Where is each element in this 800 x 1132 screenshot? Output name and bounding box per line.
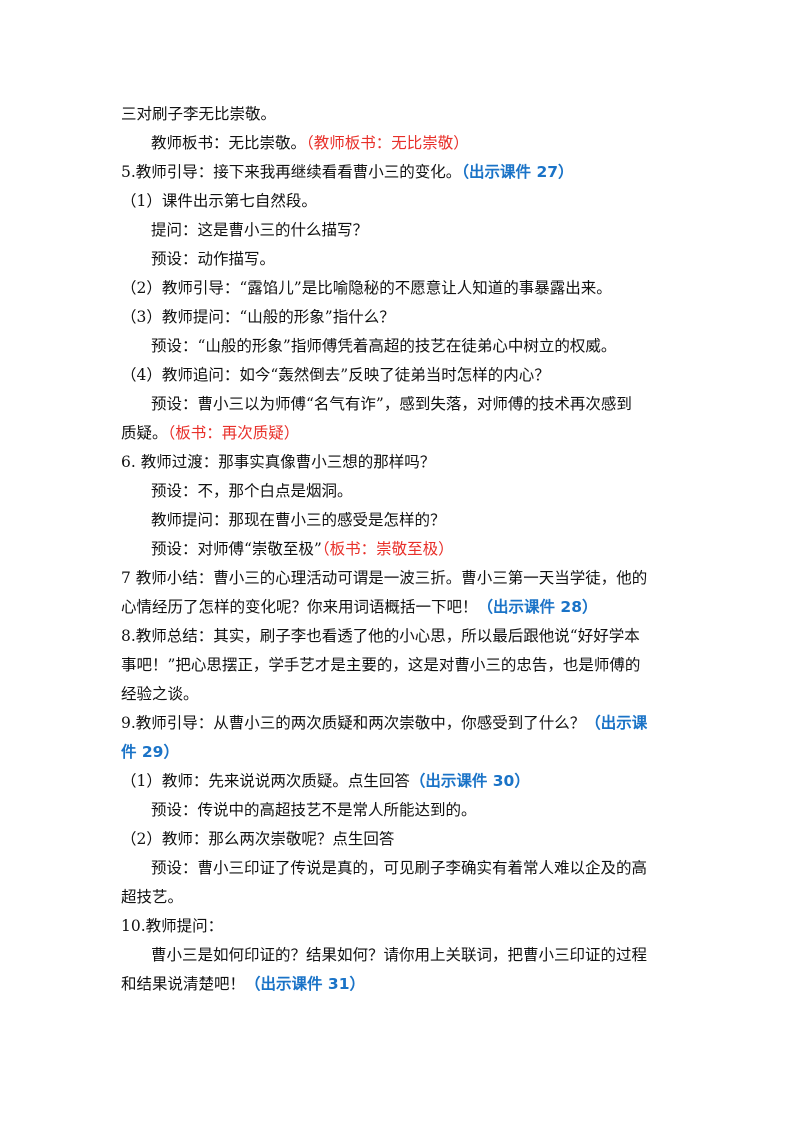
text-line: 经验之谈。: [121, 685, 199, 703]
text-line: （1）课件出示第七自然段。: [121, 192, 317, 210]
text-line: 提问：这是曹小三的什么描写？: [151, 221, 369, 239]
text-line: 预设：曹小三以为师傅“名气有诈”，感到失落，对师傅的技术再次感到: [151, 395, 632, 413]
text-line: 预设：曹小三印证了传说是真的，可见刷子李确实有着常人难以企及的高: [151, 859, 648, 877]
text-line: 教师板书：无比崇敬。（教师板书：无比崇敬）: [151, 134, 469, 152]
text-line: 9.教师引导：从曹小三的两次质疑和两次崇敬中，你感受到了什么？（出示课: [121, 714, 648, 732]
text-line: 和结果说清楚吧！（出示课件 31）: [121, 975, 365, 993]
text-line: 事吧！”把心思摆正，学手艺才是主要的，这是对曹小三的忠告，也是师傅的: [121, 656, 641, 674]
text-line: （4）教师追问：如今“轰然倒去”反映了徒弟当时怎样的内心？: [121, 366, 550, 384]
text-line: 10.教师提问：: [121, 917, 224, 935]
text-line: 8.教师总结：其实，刷子李也看透了他的小心思，所以最后跟他说“好好学本: [121, 627, 640, 645]
text-line: 超技艺。: [121, 888, 184, 906]
text-line: 教师提问：那现在曹小三的感受是怎样的？: [151, 511, 446, 529]
red-board-note: （教师板书：无比崇敬）: [306, 134, 469, 152]
text-line: 7 教师小结：曹小三的心理活动可谓是一波三折。曹小三第一天当学徒，他的: [121, 569, 648, 587]
courseware-note: （出示课件 27）: [461, 163, 574, 181]
text-line: 预设：传说中的高超技艺不是常人所能达到的。: [151, 801, 477, 819]
text-line: 心情经历了怎样的变化呢？你来用词语概括一下吧！（出示课件 28）: [121, 598, 598, 616]
courseware-note: （出示课件 30）: [409, 772, 530, 790]
text-line: 预设：动作描写。: [151, 250, 276, 268]
courseware-note: （出示课件 28）: [477, 598, 598, 616]
text-line: 预设：对师傅“崇敬至极”（板书：崇敬至极）: [151, 540, 454, 558]
text-line: 预设：“山般的形象”指师傅凭着高超的技艺在徒弟心中树立的权威。: [151, 337, 617, 355]
text-line: 件 29）: [121, 742, 681, 762]
text-line: 质疑。（板书：再次质疑）: [121, 424, 300, 442]
text-line: 预设：不，那个白点是烟洞。: [151, 482, 353, 500]
red-board-note: （板书：再次质疑）: [167, 424, 300, 442]
red-board-note: （板书：崇敬至极）: [321, 540, 454, 558]
text-line: 三对刷子李无比崇敬。: [121, 105, 277, 123]
text-line: （2）教师引导：“露馅儿”是比喻隐秘的不愿意让人知道的事暴露出来。: [121, 279, 612, 297]
text-line: 6. 教师过渡：那事实真像曹小三想的那样吗？: [121, 453, 436, 471]
courseware-note: 件 29）: [121, 743, 179, 761]
text-line: 5.教师引导：接下来我再继续看看曹小三的变化。（出示课件 27）: [121, 163, 574, 181]
courseware-note: （出示课件 31）: [245, 975, 365, 993]
text-line: （3）教师提问：“山般的形象”指什么？: [121, 308, 395, 326]
text-line: 曹小三是如何印证的？结果如何？请你用上关联词，把曹小三印证的过程: [151, 946, 648, 964]
text-line: （2）教师：那么两次崇敬呢？点生回答: [121, 830, 395, 848]
text-line: （1）教师：先来说说两次质疑。点生回答（出示课件 30）: [121, 772, 530, 790]
courseware-note: （出示课: [585, 714, 648, 732]
